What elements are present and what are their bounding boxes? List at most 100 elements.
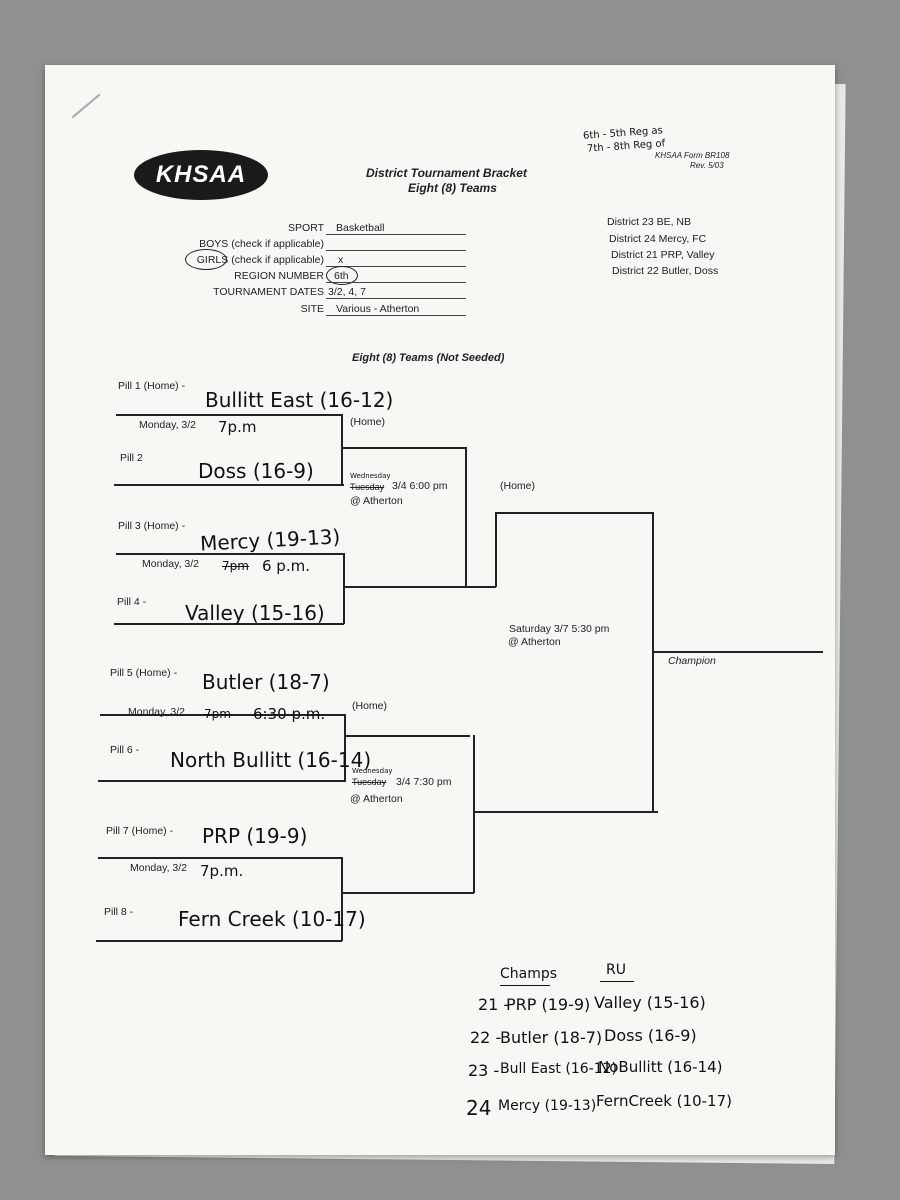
results-row-2-ru: Doss (16-9) bbox=[604, 1026, 697, 1045]
sport-value: Basketball bbox=[336, 222, 385, 234]
site-label: SITE bbox=[300, 303, 324, 315]
results-header-ru: RU bbox=[606, 962, 626, 978]
results-champs-underline bbox=[500, 985, 550, 986]
form-subtitle: Eight (8) Teams bbox=[408, 181, 497, 195]
bracket-line-pill-1 bbox=[116, 414, 342, 416]
results-row-4-champ: Mercy (19-13) bbox=[498, 1098, 597, 1114]
results-header-champs: Champs bbox=[500, 966, 558, 982]
results-row-3-district: 23 - bbox=[468, 1061, 500, 1080]
bracket-connector-semi-1 bbox=[465, 447, 467, 587]
game-4-date: Monday, 3/2 bbox=[130, 862, 188, 874]
region-label: REGION NUMBER bbox=[234, 270, 324, 282]
site-value: Various - Atherton bbox=[336, 303, 420, 315]
bracket-line-pill-4 bbox=[114, 623, 344, 625]
game-2-time: 6 p.m. bbox=[262, 557, 310, 575]
game-3-date: Monday, 3/2 bbox=[128, 706, 186, 718]
khsaa-logo: KHSAA bbox=[134, 150, 268, 200]
game-4-time: 7p.m. bbox=[200, 862, 244, 880]
results-row-2-champ: Butler (18-7) bbox=[500, 1028, 603, 1047]
pill-5-label: Pill 5 (Home) - bbox=[110, 667, 178, 679]
semi-1-datetime: 3/4 6:00 pm bbox=[392, 480, 448, 492]
pill-2-team: Doss (16-9) bbox=[198, 459, 314, 483]
region-circle-mark bbox=[326, 266, 358, 285]
pill-6-team: North Bullitt (16-14) bbox=[170, 748, 372, 772]
bracket-line-semi-1-bottom bbox=[344, 586, 496, 588]
district-line-3: District 21 PRP, Valley bbox=[611, 249, 715, 261]
pill-1-team: Bullitt East (16-12) bbox=[205, 388, 394, 412]
pill-4-team: Valley (15-16) bbox=[185, 601, 325, 625]
pill-7-label: Pill 7 (Home) - bbox=[106, 825, 174, 837]
dates-line bbox=[326, 298, 466, 299]
results-row-4-ru: FernCreek (10-17) bbox=[596, 1092, 732, 1110]
bracket-line-final-top bbox=[496, 512, 652, 514]
results-row-1-ru: Valley (15-16) bbox=[594, 993, 706, 1012]
results-row-4-district: 24 bbox=[466, 1096, 492, 1120]
results-row-3-ru: NoBullitt (16-14) bbox=[598, 1058, 723, 1076]
district-line-2: District 24 Mercy, FC bbox=[609, 233, 707, 245]
semi-2-day-handwritten: Wednesday bbox=[352, 767, 393, 775]
bracket-heading: Eight (8) Teams (Not Seeded) bbox=[352, 352, 505, 364]
sport-line bbox=[326, 234, 466, 235]
girls-line bbox=[326, 266, 466, 267]
bracket-line-semi-1-top bbox=[342, 447, 466, 449]
results-row-2-district: 22 - bbox=[470, 1028, 502, 1047]
sport-label: SPORT bbox=[288, 222, 324, 234]
bracket-line-semi-2-top bbox=[346, 735, 470, 737]
pill-5-team: Butler (18-7) bbox=[202, 670, 330, 694]
boys-label: BOYS (check if applicable) bbox=[199, 238, 324, 250]
girls-value: x bbox=[338, 254, 344, 266]
bracket-connector-final bbox=[652, 512, 654, 812]
pill-1-label: Pill 1 (Home) - bbox=[118, 380, 186, 392]
bracket-line-pill-7 bbox=[98, 857, 342, 859]
girls-circle-mark bbox=[185, 249, 227, 270]
final-site: @ Atherton bbox=[508, 636, 561, 648]
bracket-line-pill-8 bbox=[96, 940, 342, 942]
results-row-3-champ: Bull East (16-12) bbox=[500, 1061, 617, 1077]
semi-2-datetime: 3/4 7:30 pm bbox=[396, 776, 452, 788]
district-line-1: District 23 BE, NB bbox=[607, 216, 692, 228]
game-3-struck-time: 7pm bbox=[204, 707, 231, 721]
site-line bbox=[326, 315, 466, 316]
semi-1-day-struck: Tuesday bbox=[350, 482, 385, 492]
pill-4-label: Pill 4 - bbox=[117, 596, 147, 608]
pill-2-label: Pill 2 bbox=[120, 452, 143, 464]
logo-text: KHSAA bbox=[155, 161, 247, 188]
pill-8-label: Pill 8 - bbox=[104, 906, 134, 918]
final-datetime: Saturday 3/7 5:30 pm bbox=[509, 623, 610, 635]
bracket-connector-r1-b bbox=[343, 553, 345, 624]
bracket-connector-r1-d bbox=[341, 857, 343, 941]
game-1-date: Monday, 3/2 bbox=[139, 419, 197, 431]
form-revision: Rev. 5/03 bbox=[690, 161, 724, 170]
results-row-1-district: 21 - bbox=[478, 995, 510, 1014]
bracket-connector-r1-a bbox=[341, 414, 343, 485]
game-1-time: 7p.m bbox=[218, 418, 257, 436]
bracket-connector-semi-2 bbox=[473, 735, 475, 893]
game-2-date: Monday, 3/2 bbox=[142, 558, 200, 570]
game-3-time: 6:30 p.m. bbox=[253, 705, 326, 723]
semi-2-site: @ Atherton bbox=[350, 793, 403, 805]
bracket-line-champion bbox=[653, 651, 823, 653]
district-line-4: District 22 Butler, Doss bbox=[612, 265, 719, 277]
bracket-line-pill-5 bbox=[100, 714, 344, 716]
semi-1-day-handwritten: Wednesday bbox=[350, 472, 391, 480]
form-id: KHSAA Form BR108 bbox=[655, 151, 730, 160]
semi-1-home: (Home) bbox=[350, 416, 386, 428]
bracket-line-pill-3 bbox=[116, 553, 344, 555]
bracket-line-semi-2-bottom bbox=[342, 892, 474, 894]
boys-line bbox=[326, 250, 466, 251]
semi-2-day-struck: Tuesday bbox=[352, 777, 387, 787]
bracket-line-pill-6 bbox=[98, 780, 346, 782]
form-title: District Tournament Bracket bbox=[366, 166, 527, 180]
results-row-1-champ: PRP (19-9) bbox=[506, 995, 591, 1014]
champion-label: Champion bbox=[668, 655, 716, 667]
pill-7-team: PRP (19-9) bbox=[202, 824, 308, 848]
bracket-line-final-bottom bbox=[474, 811, 658, 813]
pill-8-team: Fern Creek (10-17) bbox=[178, 907, 366, 931]
pill-3-label: Pill 3 (Home) - bbox=[118, 520, 186, 532]
bracket-line-pill-2 bbox=[114, 484, 344, 486]
bracket-connector-r1-c bbox=[344, 714, 346, 781]
game-2-struck-time: 7pm bbox=[222, 559, 249, 573]
results-ru-underline bbox=[600, 981, 634, 982]
dates-value: 3/2, 4, 7 bbox=[328, 286, 366, 298]
bracket-connector-semi-1-join bbox=[495, 512, 497, 587]
